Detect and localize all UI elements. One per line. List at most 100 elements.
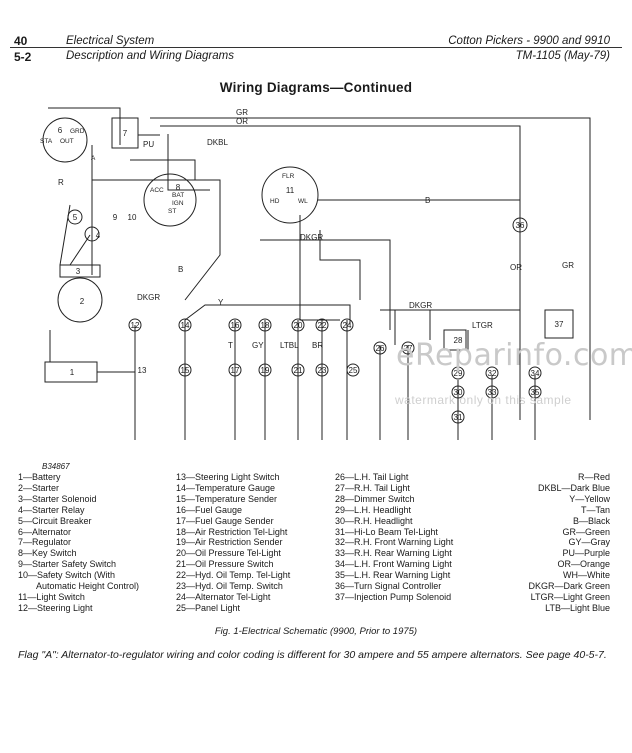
svg-text:33: 33 (488, 388, 497, 397)
svg-text:ACC: ACC (150, 187, 164, 194)
svg-text:A: A (91, 155, 96, 162)
svg-text:GR: GR (562, 261, 574, 270)
legend-item: 5—Circuit Breaker (18, 515, 92, 526)
svg-text:32: 32 (488, 369, 497, 378)
legend-item: 20—Oil Pressure Tel-Light (176, 548, 281, 559)
svg-text:26: 26 (376, 344, 385, 353)
legend-item: 16—Fuel Gauge (176, 504, 243, 515)
svg-text:GR: GR (236, 108, 248, 117)
svg-text:BR: BR (312, 341, 323, 350)
svg-text:DKBL: DKBL (207, 138, 228, 147)
svg-text:21: 21 (294, 366, 303, 375)
svg-text:35: 35 (531, 388, 540, 397)
color-code: GY—Gray (568, 537, 610, 548)
legend-item: 25—Panel Light (176, 602, 241, 613)
svg-text:Y: Y (218, 298, 224, 307)
svg-text:11: 11 (286, 186, 295, 195)
svg-text:13: 13 (138, 366, 147, 375)
svg-text:GY: GY (252, 341, 264, 350)
legend-item: 34—L.H. Front Warning Light (335, 559, 452, 570)
legend-item: 23—Hyd. Oil Temp. Switch (176, 581, 283, 592)
svg-text:18: 18 (261, 321, 270, 330)
svg-text:7: 7 (123, 129, 128, 138)
svg-text:IGN: IGN (172, 200, 184, 207)
svg-text:B: B (178, 265, 183, 274)
legend-item: 15—Temperature Sender (176, 493, 278, 504)
legend-item: 36—Turn Signal Controller (335, 581, 442, 592)
svg-text:20: 20 (294, 321, 303, 330)
svg-text:5: 5 (73, 213, 78, 222)
svg-text:8: 8 (176, 183, 181, 192)
legend-item: 32—R.H. Front Warning Light (335, 537, 454, 548)
color-code: DKGR—Dark Green (528, 581, 610, 592)
wire-labels: GR OR DKBL PU B R DKGR Y GY LTBL BR T LT… (58, 108, 574, 350)
legend-item: 4—Starter Relay (18, 504, 85, 515)
legend-item: 10—Safety Switch (With (18, 570, 116, 581)
legend-item: 30—R.H. Headlight (335, 515, 413, 526)
color-code: LTGR—Light Green (530, 591, 610, 602)
svg-text:4: 4 (96, 231, 101, 240)
color-code: B—Black (572, 515, 610, 526)
svg-text:2: 2 (80, 297, 85, 306)
svg-text:14: 14 (181, 321, 190, 330)
section-number: 40 (14, 34, 28, 48)
component-circles (128, 217, 542, 424)
regulator-symbol (111, 117, 139, 149)
svg-text:LTBL: LTBL (280, 341, 299, 350)
legend-item: 17—Fuel Gauge Sender (176, 515, 274, 526)
svg-text:DKGR: DKGR (137, 293, 160, 302)
svg-text:27: 27 (404, 344, 413, 353)
svg-text:T: T (228, 341, 233, 350)
legend-item: 1—Battery (18, 472, 61, 482)
color-code: R—Red (577, 472, 610, 482)
svg-text:FLR: FLR (282, 173, 295, 180)
svg-text:37: 37 (555, 320, 564, 329)
product-name: Cotton Pickers - 9900 and 9910 (448, 35, 610, 47)
legend-item: 8—Key Switch (18, 548, 77, 559)
page-subtitle: Description and Wiring Diagrams (66, 50, 234, 62)
legend-item: 3—Starter Solenoid (18, 493, 97, 504)
svg-text:6: 6 (58, 126, 63, 135)
svg-text:31: 31 (454, 413, 463, 422)
color-code: Y—Yellow (569, 493, 610, 504)
figure-code: B34867 (42, 462, 70, 471)
key-switch-symbol (143, 173, 197, 227)
legend-item: 11—Light Switch (18, 591, 85, 602)
legend-item: 18—Air Restriction Tel-Light (176, 526, 288, 537)
legend-column-2: 13—Steering Light Switch 14—Temperature … (176, 472, 290, 614)
starter-solenoid-symbol (59, 264, 101, 278)
legend-item: Automatic Height Control) (36, 581, 140, 592)
svg-text:HD: HD (270, 198, 280, 205)
injection-pump-solenoid-symbol (544, 309, 574, 339)
legend-item: 22—Hyd. Oil Temp. Tel-Light (176, 570, 291, 581)
legend-item: 27—R.H. Tail Light (335, 482, 410, 493)
figure-caption: Fig. 1-Electrical Schematic (9900, Prior… (214, 626, 418, 637)
legend-column-1: 1—Battery 2—Starter 3—Starter Solenoid 4… (18, 472, 139, 614)
legend-item: 31—Hi-Lo Beam Tel-Light (335, 526, 438, 537)
svg-text:10: 10 (128, 213, 137, 222)
header-rule (10, 47, 622, 48)
legend-column-3: 26—L.H. Tail Light 27—R.H. Tail Light 28… (335, 472, 453, 603)
terminal-labels: STA OUT GRD BAT ACC IGN ST FLR HD WL A (40, 128, 308, 215)
color-code: PU—Purple (562, 548, 610, 559)
legend-item: 35—L.H. Rear Warning Light (335, 570, 451, 581)
svg-text:23: 23 (318, 366, 327, 375)
light-switch-symbol (261, 166, 319, 224)
svg-text:17: 17 (231, 366, 240, 375)
svg-text:19: 19 (261, 366, 270, 375)
legend-item: 12—Steering Light (18, 602, 93, 613)
legend-item: 24—Alternator Tel-Light (176, 591, 271, 602)
svg-text:OR: OR (236, 117, 248, 126)
watermark-site: eReparinfo.com (396, 338, 632, 373)
legend-item: 13—Steering Light Switch (176, 472, 280, 482)
legend-item: 9—Starter Safety Switch (18, 559, 117, 570)
svg-text:34: 34 (531, 369, 540, 378)
legend-item: 7—Regulator (18, 537, 72, 548)
svg-text:STA: STA (40, 138, 53, 145)
svg-text:3: 3 (76, 267, 81, 276)
svg-text:22: 22 (318, 321, 327, 330)
page-number: 5-2 (14, 50, 32, 64)
page-title: Wiring Diagrams—Continued (219, 80, 413, 95)
section-title: Electrical System (66, 35, 155, 47)
legend-item: 26—L.H. Tail Light (335, 472, 409, 482)
